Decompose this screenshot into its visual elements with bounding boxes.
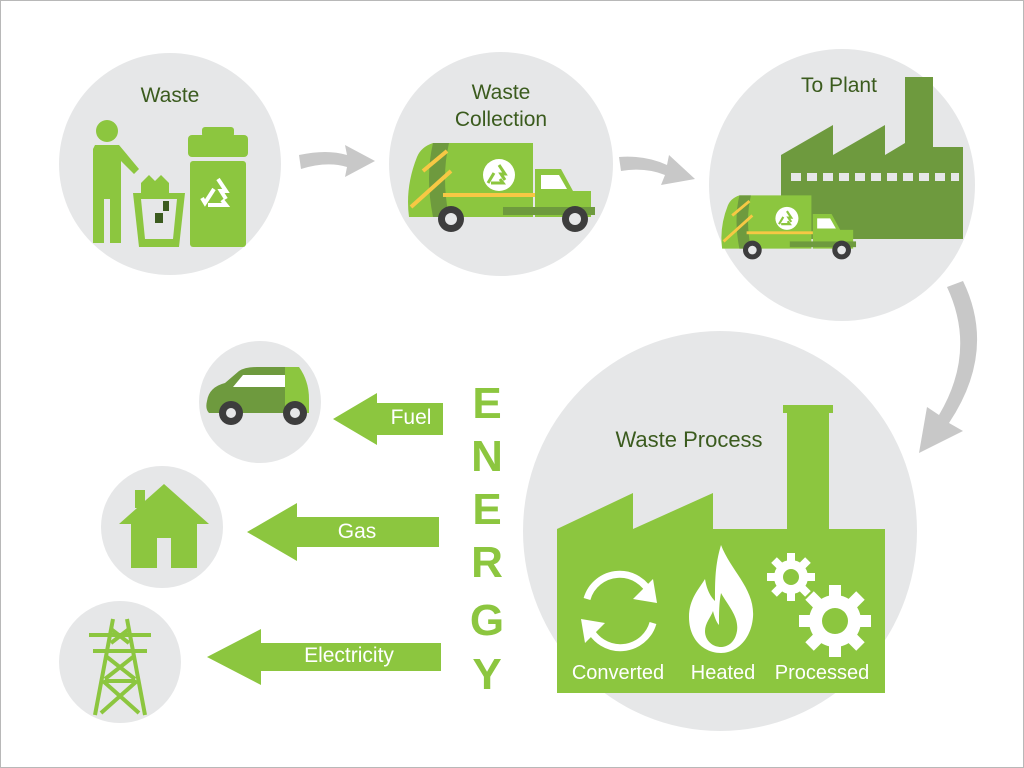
energy-letter: Y	[472, 650, 502, 699]
flow-arrow-collection-to-plant	[619, 155, 695, 185]
process-step-heated: Heated	[690, 662, 756, 684]
flow-arrow-plant-to-process	[919, 281, 978, 453]
output-arrow-fuel	[333, 393, 443, 445]
output-label-fuel: Fuel	[390, 406, 432, 429]
recycle-bin-icon	[188, 127, 248, 247]
step-label-collection-line2: Collection	[454, 108, 548, 131]
garbage-truck-icon	[408, 143, 595, 232]
car-icon	[206, 367, 309, 425]
power-tower-icon	[89, 618, 151, 716]
step-label-plant: To Plant	[801, 74, 877, 97]
energy-letter: E	[472, 485, 502, 534]
cycle-arrows-icon	[581, 570, 657, 652]
output-arrow-gas	[247, 503, 439, 561]
output-label-gas: Gas	[337, 520, 377, 543]
person-icon	[93, 120, 139, 243]
factory-icon	[781, 77, 963, 239]
garbage-truck-icon	[721, 195, 857, 260]
output-arrow-electricity	[207, 629, 441, 685]
energy-letter: G	[469, 596, 505, 645]
gears-icon	[767, 553, 871, 657]
step-label-waste: Waste	[140, 84, 200, 107]
flow-arrow-waste-to-collection	[299, 145, 375, 177]
energy-letter: R	[471, 538, 503, 587]
energy-letter: N	[471, 432, 503, 481]
tower-circle	[59, 601, 181, 723]
process-step-converted: Converted	[571, 662, 665, 684]
output-label-electricity: Electricity	[304, 644, 394, 667]
house-icon	[119, 484, 209, 568]
flame-icon	[689, 545, 754, 653]
step-label-process: Waste Process	[615, 427, 763, 452]
trash-basket-icon	[133, 175, 185, 247]
energy-letter: E	[472, 379, 502, 428]
process-step-processed: Processed	[774, 662, 870, 684]
step-label-collection-line1: Waste	[471, 81, 531, 104]
